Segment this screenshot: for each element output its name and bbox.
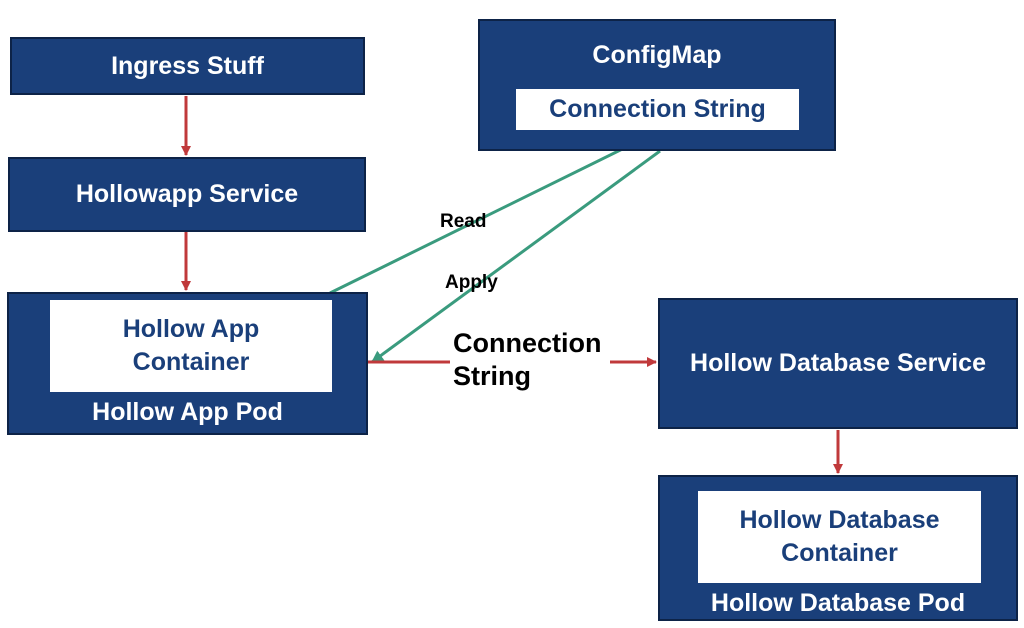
arrow-apply-to-app-container	[371, 149, 661, 364]
configmap-label: ConfigMap	[592, 40, 722, 69]
db-container-label: Hollow Database Container	[739, 506, 940, 567]
hollowapp-service-node: Hollowapp Service	[8, 157, 366, 232]
arrow-read-to-configmap	[329, 131, 656, 295]
configmap-node: ConfigMap Connection String	[478, 19, 836, 151]
db-container: Hollow Database Container	[698, 491, 981, 583]
db-service-node: Hollow Database Service	[658, 298, 1018, 429]
ingress-node: Ingress Stuff	[10, 37, 365, 95]
apply-label: Apply	[445, 272, 498, 293]
configmap-entry: Connection String	[516, 89, 799, 130]
app-container-label: Hollow App Container	[122, 315, 260, 376]
connection-string-label: Connection String	[453, 328, 602, 391]
configmap-entry-label: Connection String	[549, 95, 766, 123]
app-pod-node: Hollow App Container Hollow App Pod	[7, 292, 368, 435]
hollowapp-service-label: Hollowapp Service	[75, 180, 299, 208]
db-pod-node: Hollow Database Container Hollow Databas…	[658, 475, 1018, 621]
ingress-label: Ingress Stuff	[111, 51, 264, 80]
db-service-label: Hollow Database Service	[690, 349, 986, 377]
db-pod-label: Hollow Database Pod	[710, 588, 966, 617]
read-label: Read	[440, 211, 487, 232]
app-container: Hollow App Container	[50, 300, 332, 392]
app-pod-label: Hollow App Pod	[92, 397, 283, 426]
